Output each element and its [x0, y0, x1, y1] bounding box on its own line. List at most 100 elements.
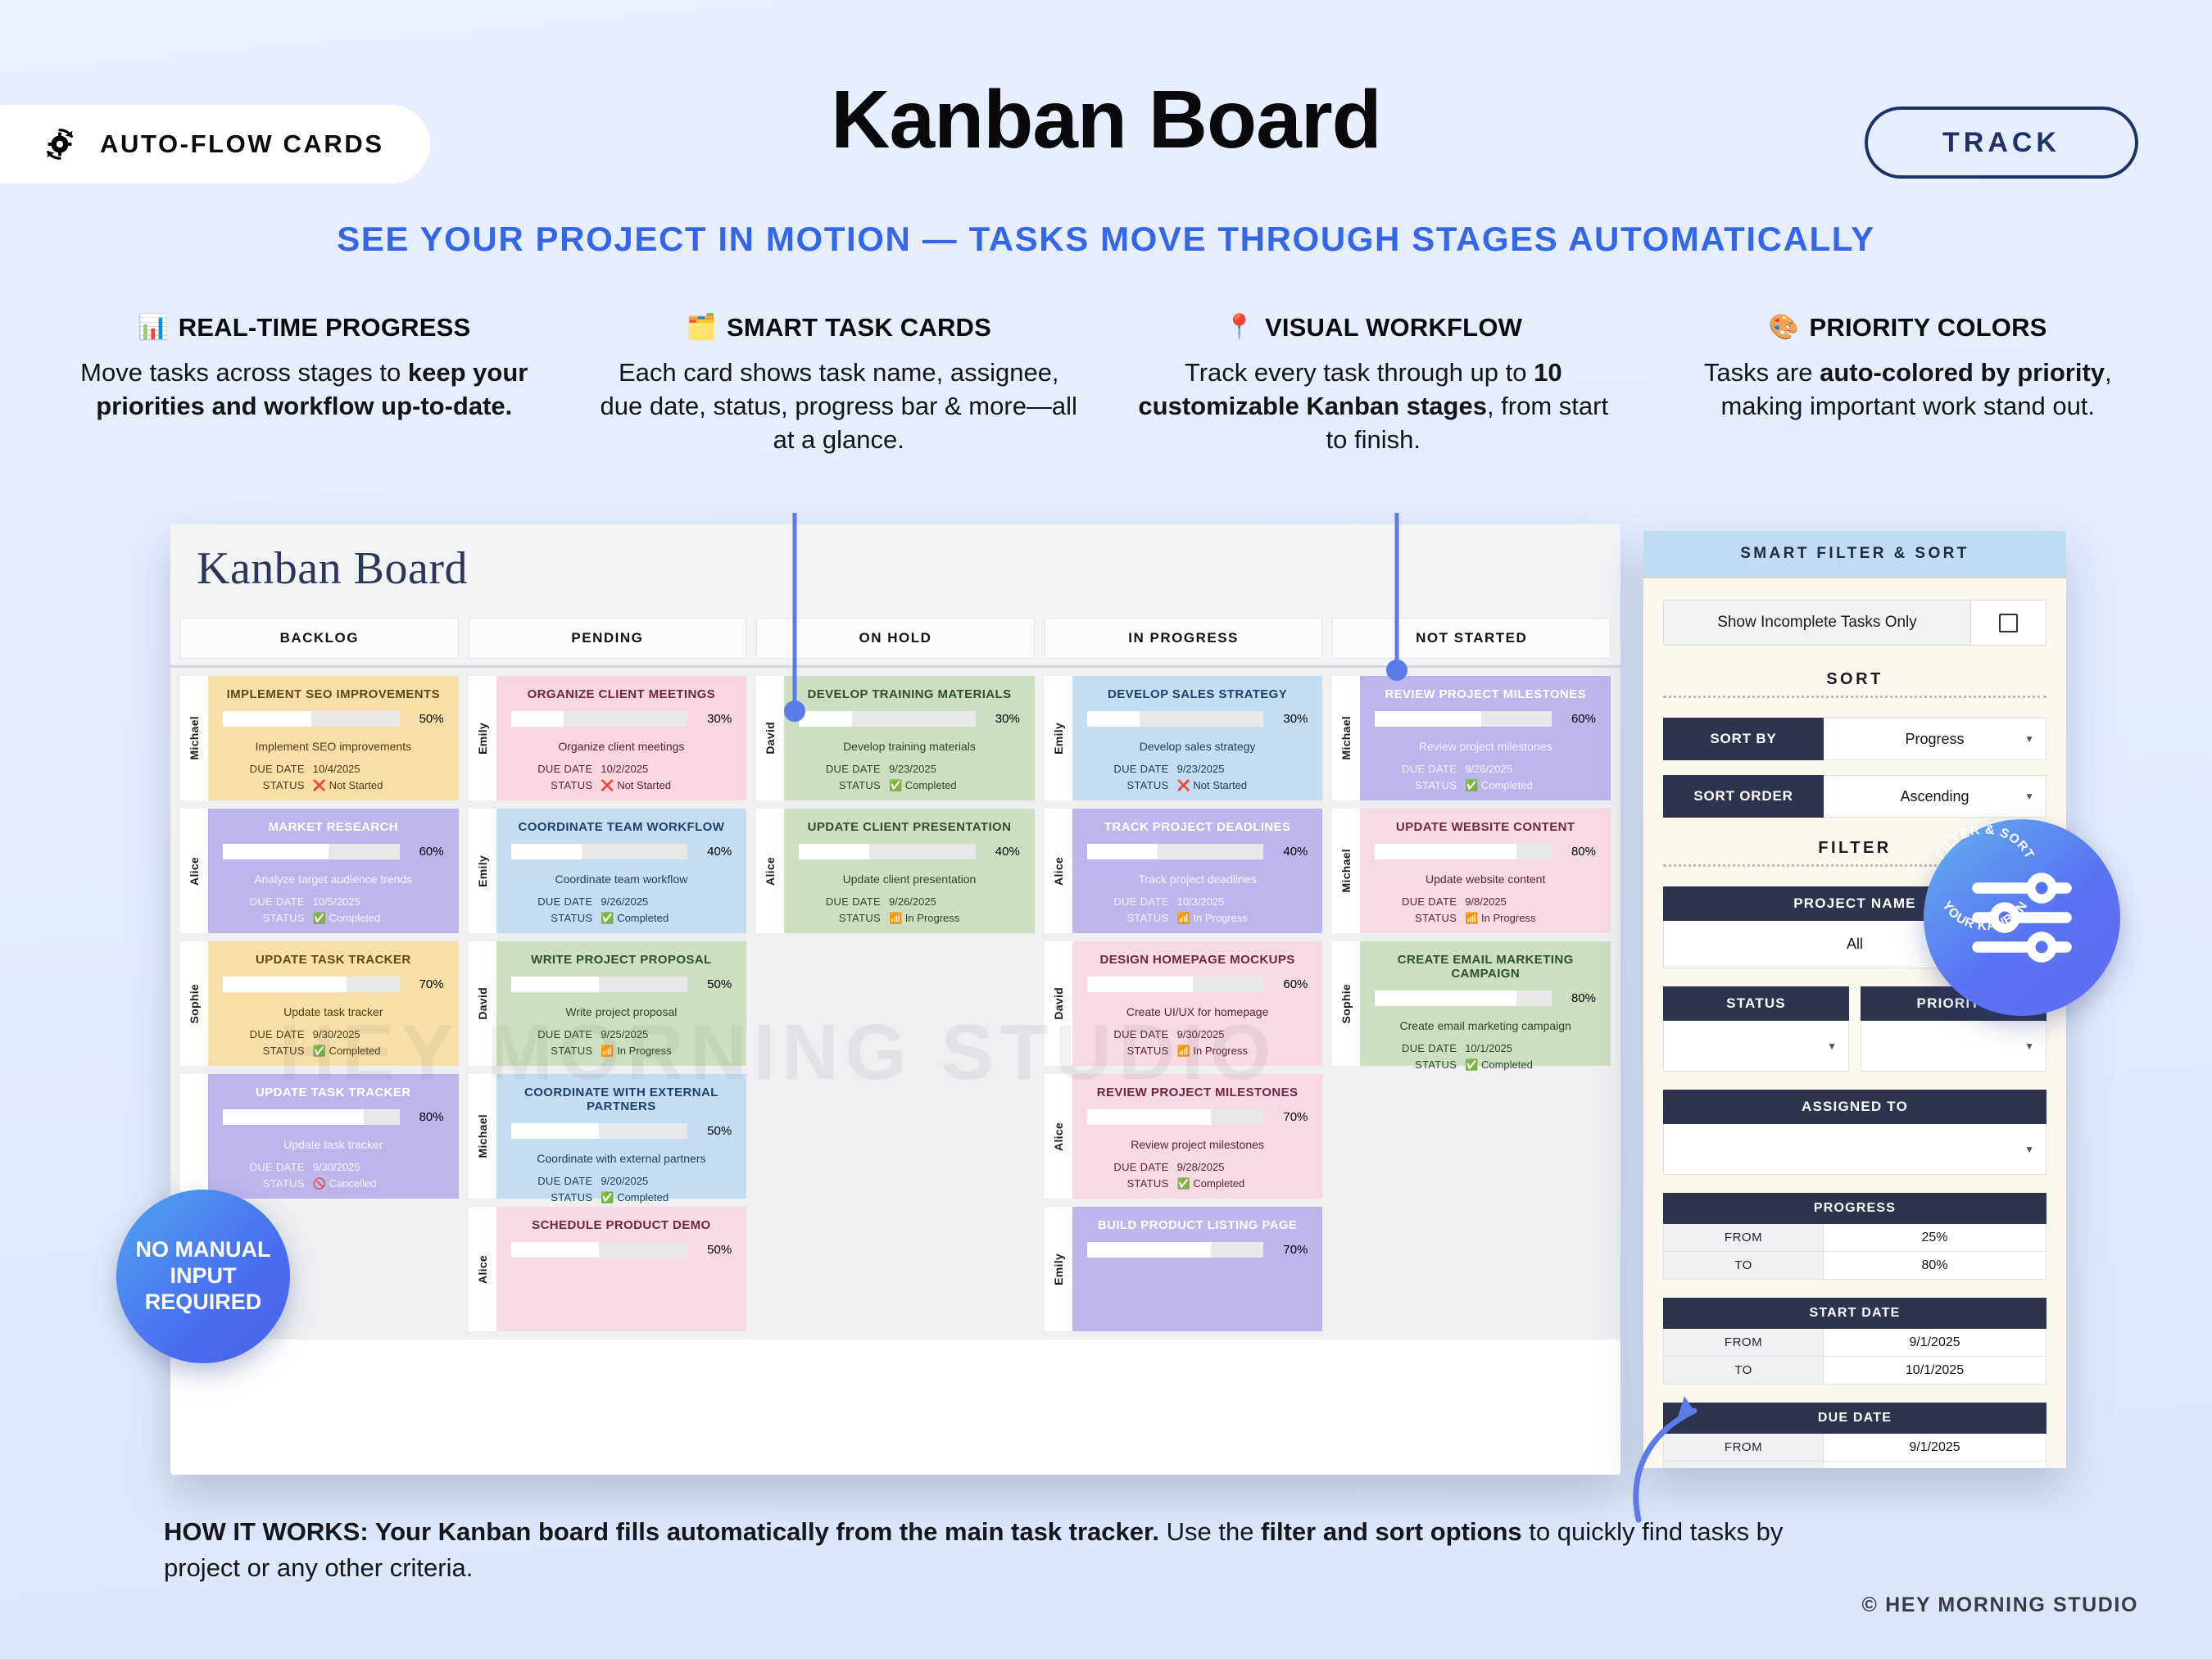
sort-order-select[interactable]: Ascending ▼: [1824, 775, 2047, 818]
task-description: Track project deadlines: [1138, 873, 1257, 886]
feature-body: Move tasks across stages to keep your pr…: [64, 356, 545, 423]
task-title: BUILD PRODUCT LISTING PAGE: [1097, 1218, 1298, 1232]
no-manual-input-badge: NO MANUAL INPUT REQUIRED: [116, 1190, 290, 1363]
show-incomplete-tasks-checkbox[interactable]: [1970, 601, 2046, 645]
status-select[interactable]: ▼: [1663, 1021, 1849, 1072]
board-column-header-on-hold[interactable]: ON HOLD: [756, 618, 1035, 659]
status-value: ✅ Completed: [1176, 1177, 1245, 1190]
status-value: 📶 In Progress: [1465, 912, 1536, 925]
status-label: STATUS: [1663, 986, 1849, 1021]
range-to-value[interactable]: 80%: [1824, 1252, 2047, 1280]
due-date-label: DUE DATE: [249, 895, 305, 908]
sort-order-row[interactable]: SORT ORDER Ascending ▼: [1663, 775, 2047, 818]
board-column-header-not-started[interactable]: NOT STARTED: [1332, 618, 1611, 659]
divider: [1663, 696, 2047, 698]
feature-body-plain: Each card shows task name, assignee, due…: [600, 358, 1077, 455]
sliders-icon: [1972, 873, 2072, 963]
chevron-down-icon: ▼: [2024, 733, 2034, 745]
progress-percent: 80%: [1571, 991, 1596, 1005]
assigned-to-field[interactable]: ASSIGNED TO ▼: [1663, 1090, 2047, 1175]
smart-filter-sort-panel: SMART FILTER & SORT Show Incomplete Task…: [1643, 531, 2066, 1468]
sort-by-row[interactable]: SORT BY Progress ▼: [1663, 718, 2047, 760]
due-date-value: 9/8/2025: [1465, 895, 1507, 908]
status-value: 📶 In Progress: [601, 1045, 672, 1058]
task-assignee: Michael: [180, 676, 208, 800]
board-column-header-in-progress[interactable]: IN PROGRESS: [1044, 618, 1323, 659]
task-progress: 50%: [510, 977, 732, 992]
footer-plain-1: Use the: [1158, 1517, 1262, 1546]
range-label: PROGRESS: [1663, 1193, 2047, 1224]
task-progress: 40%: [510, 844, 732, 859]
task-assignee: Michael: [468, 1074, 496, 1199]
feature-body-plain: Tasks are: [1703, 358, 1820, 387]
priority-select[interactable]: ▼: [1861, 1021, 2047, 1072]
feature-body-plain-2: , making important work stand out.: [1720, 358, 2112, 421]
task-progress: 30%: [510, 711, 732, 727]
range-label: DUE DATE: [1663, 1403, 2047, 1434]
task-assignee: Michael: [1332, 809, 1361, 933]
due-date-value: 9/25/2025: [601, 1028, 649, 1040]
range-to-value[interactable]: 10/5/2025: [1824, 1462, 2047, 1468]
badge-bottom-text: YOUR KANBAN: [1939, 899, 2031, 933]
board-column-header-pending[interactable]: PENDING: [468, 618, 747, 659]
task-description: Create email marketing campaign: [1399, 1019, 1571, 1032]
page-subtitle: SEE YOUR PROJECT IN MOTION — TASKS MOVE …: [337, 220, 1875, 258]
show-incomplete-tasks-toggle[interactable]: Show Incomplete Tasks Only: [1663, 600, 2047, 646]
empty-slot: [756, 941, 1035, 1066]
progress-fill: [799, 711, 852, 727]
task-assignee-name: Michael: [1339, 849, 1353, 893]
empty-slot: [756, 1207, 1035, 1331]
status-label: STATUS: [262, 912, 305, 925]
status-label: STATUS: [262, 1045, 305, 1058]
track-button[interactable]: TRACK: [1865, 107, 2138, 179]
board-column-header-backlog[interactable]: BACKLOG: [180, 618, 459, 659]
sort-order-label: SORT ORDER: [1663, 775, 1824, 818]
task-assignee-name: David: [1051, 987, 1065, 1020]
due-date-value: 9/30/2025: [1176, 1028, 1225, 1040]
range-from-value[interactable]: 9/1/2025: [1824, 1434, 2047, 1462]
progress-fill: [1086, 1109, 1211, 1125]
task-progress: 80%: [1375, 990, 1596, 1006]
status-value: ❌ Not Started: [1176, 779, 1248, 792]
due-date-value: 9/23/2025: [888, 763, 936, 775]
feature-heading: 🎨 PRIORITY COLORS: [1668, 313, 2149, 342]
badge-line-1: NO MANUAL: [135, 1237, 271, 1262]
task-progress: 60%: [223, 844, 444, 859]
status-label: STATUS: [838, 779, 881, 792]
feature-body-plain: Track every task through up to: [1184, 358, 1534, 387]
status-value: ✅ Completed: [601, 1191, 669, 1204]
range-from-value[interactable]: 9/1/2025: [1824, 1329, 2047, 1357]
feature-body-plain: Move tasks across stages to: [80, 358, 408, 387]
assigned-to-select[interactable]: ▼: [1663, 1124, 2047, 1175]
sort-by-select[interactable]: Progress ▼: [1824, 718, 2047, 760]
range-from-value[interactable]: 25%: [1824, 1224, 2047, 1252]
chevron-down-icon: ▼: [2024, 1040, 2034, 1052]
status-icon: ✅: [601, 912, 614, 925]
status-field[interactable]: STATUS ▼: [1663, 986, 1849, 1072]
range-to-value[interactable]: 10/1/2025: [1824, 1357, 2047, 1385]
assigned-to-label: ASSIGNED TO: [1663, 1090, 2047, 1124]
